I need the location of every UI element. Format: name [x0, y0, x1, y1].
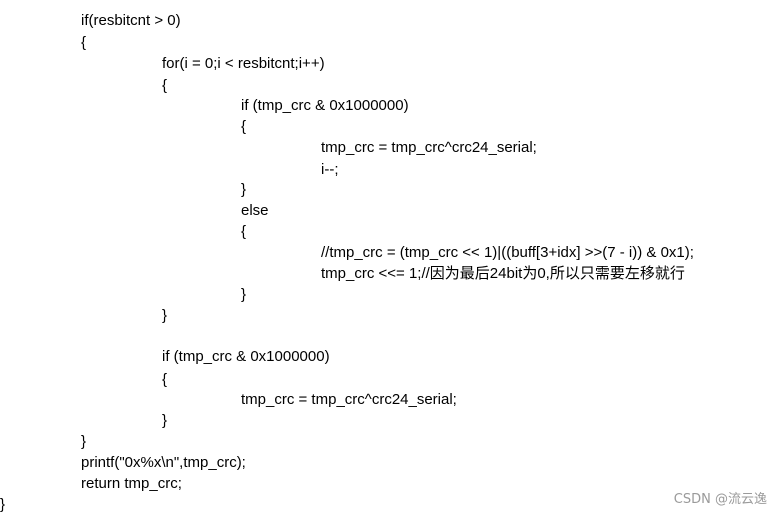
code-line: {	[241, 223, 247, 240]
code-line: if(resbitcnt > 0)	[81, 12, 181, 29]
code-line: tmp_crc = tmp_crc^crc24_serial;	[241, 391, 457, 408]
code-line: }	[162, 307, 168, 324]
code-line: if (tmp_crc & 0x1000000)	[162, 348, 330, 365]
code-line: if (tmp_crc & 0x1000000)	[241, 97, 409, 114]
code-line: i--;	[321, 161, 339, 178]
code-line: }	[81, 433, 87, 450]
code-line: }	[0, 496, 6, 513]
code-line: {	[162, 77, 168, 94]
code-line: }	[241, 286, 247, 303]
code-line: {	[241, 118, 247, 135]
code-line: }	[241, 181, 247, 198]
csdn-watermark: CSDN @流云逸	[673, 492, 767, 507]
code-line: return tmp_crc;	[81, 475, 182, 492]
code-line: else	[241, 202, 269, 219]
code-line: for(i = 0;i < resbitcnt;i++)	[162, 55, 325, 72]
code-line: tmp_crc <<= 1;//因为最后24bit为0,所以只需要左移就行	[321, 265, 685, 282]
code-line: tmp_crc = tmp_crc^crc24_serial;	[321, 139, 537, 156]
code-line: printf("0x%x\n",tmp_crc);	[81, 454, 246, 471]
code-line: {	[81, 34, 87, 51]
code-line: //tmp_crc = (tmp_crc << 1)|((buff[3+idx]…	[321, 244, 694, 261]
code-line: {	[162, 371, 168, 388]
code-line: }	[162, 412, 168, 429]
